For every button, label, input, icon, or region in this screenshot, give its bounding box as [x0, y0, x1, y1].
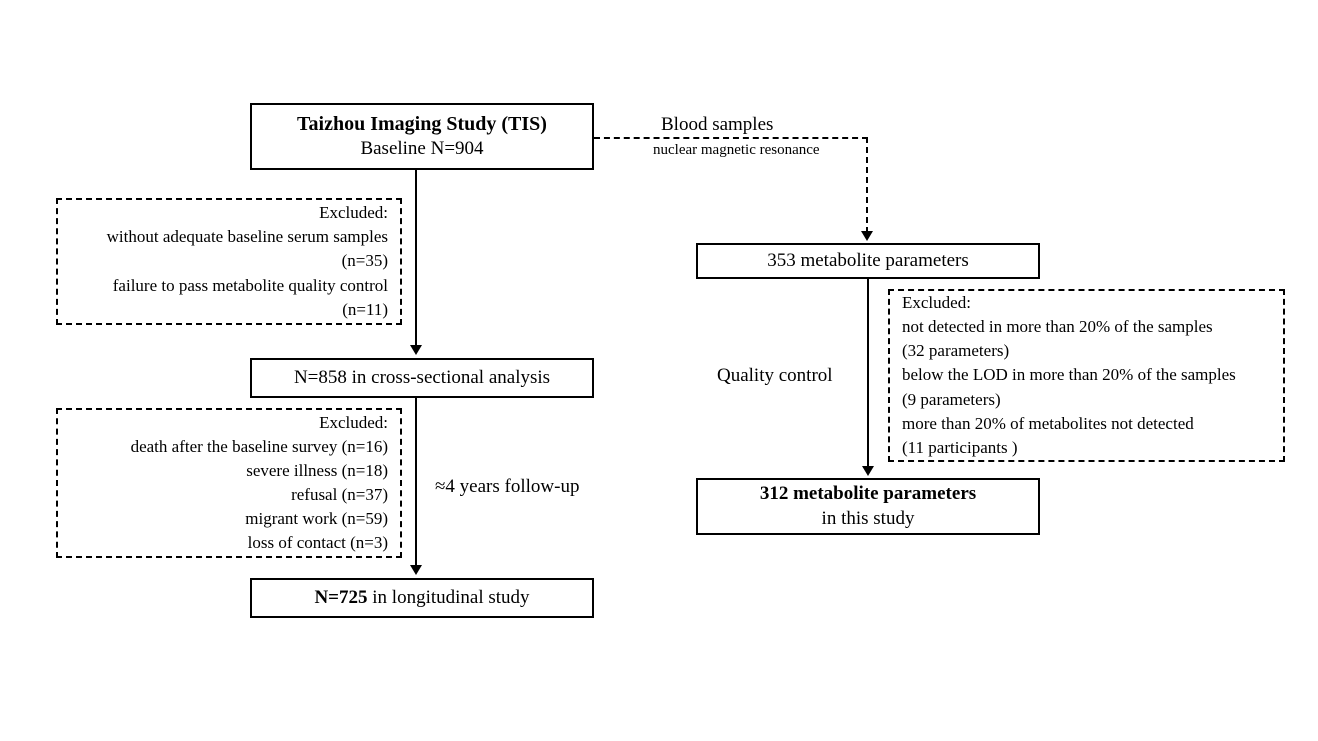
- node-metabolites-final-subtitle: in this study: [821, 507, 915, 529]
- exclusion-followup-item-3: migrant work (n=59): [245, 509, 388, 529]
- exclusion-qc-heading: Excluded:: [902, 293, 971, 313]
- arrowhead-longitudinal: [410, 565, 422, 575]
- exclusion-followup-item-2: refusal (n=37): [291, 485, 388, 504]
- edge-crosssectional-to-longitudinal: [415, 398, 417, 566]
- node-longitudinal-label: N=725 in longitudinal study: [314, 586, 529, 610]
- node-metabolites-initial-label: 353 metabolite parameters: [767, 249, 969, 271]
- exclusion-qc-box: Excluded: not detected in more than 20% …: [888, 289, 1285, 462]
- edge-qc-filter: [867, 279, 869, 469]
- node-baseline-title: Taizhou Imaging Study (TIS): [297, 112, 547, 135]
- exclusion-followup-box: Excluded: death after the baseline surve…: [56, 408, 402, 558]
- node-longitudinal: N=725 in longitudinal study: [250, 578, 594, 618]
- node-metabolites-final-title: 312 metabolite parameters: [759, 483, 977, 505]
- exclusion-qc-item-2: below the LOD in more than 20% of the sa…: [902, 365, 1236, 385]
- node-longitudinal-rest: in longitudinal study: [367, 586, 530, 608]
- exclusion-qc-item-0: not detected in more than 20% of the sam…: [902, 317, 1213, 337]
- exclusion-followup-item-0: death after the baseline survey (n=16): [130, 436, 388, 456]
- exclusion-baseline-item-0: without adequate baseline serum samples: [106, 227, 388, 247]
- edge-baseline-to-crosssectional: [415, 170, 417, 348]
- arrowhead-metabolites-final: [862, 466, 874, 476]
- edge-label-blood-samples: Blood samples: [661, 114, 774, 135]
- node-longitudinal-count: N=725: [314, 586, 368, 608]
- edge-label-nmr: nuclear magnetic resonance: [653, 142, 820, 158]
- edge-blood-samples-vertical: [866, 137, 868, 233]
- exclusion-qc-item-1: (32 parameters): [902, 341, 1010, 361]
- edge-label-quality-control: Quality control: [717, 365, 833, 386]
- node-baseline-cohort: Taizhou Imaging Study (TIS) Baseline N=9…: [250, 103, 594, 170]
- exclusion-baseline-heading: Excluded:: [319, 203, 388, 223]
- exclusion-baseline-item-3: (n=11): [342, 299, 388, 319]
- node-cross-sectional: N=858 in cross-sectional analysis: [250, 358, 594, 398]
- exclusion-baseline-item-1: (n=35): [341, 251, 388, 271]
- exclusion-followup-item-4: loss of contact (n=3): [247, 533, 388, 553]
- node-cross-sectional-label: N=858 in cross-sectional analysis: [293, 366, 551, 388]
- exclusion-qc-item-4: more than 20% of metabolites not detecte…: [902, 413, 1194, 433]
- node-metabolites-initial: 353 metabolite parameters: [696, 243, 1040, 279]
- node-baseline-count: Baseline N=904: [360, 138, 484, 160]
- exclusion-baseline-item-2: failure to pass metabolite quality contr…: [112, 275, 388, 295]
- exclusion-followup-heading: Excluded:: [319, 412, 388, 432]
- exclusion-qc-item-3: (9 parameters): [902, 389, 1001, 409]
- edge-label-followup: ≈4 years follow-up: [435, 476, 580, 497]
- exclusion-followup-item-1: severe illness (n=18): [246, 460, 388, 480]
- exclusion-qc-item-5: (11 participants ): [902, 437, 1018, 457]
- node-metabolites-final: 312 metabolite parameters in this study: [696, 478, 1040, 535]
- edge-blood-samples-horizontal: [594, 137, 868, 139]
- exclusion-baseline-box: Excluded: without adequate baseline seru…: [56, 198, 402, 325]
- arrowhead-metabolites-initial: [861, 231, 873, 241]
- arrowhead-crosssectional: [410, 345, 422, 355]
